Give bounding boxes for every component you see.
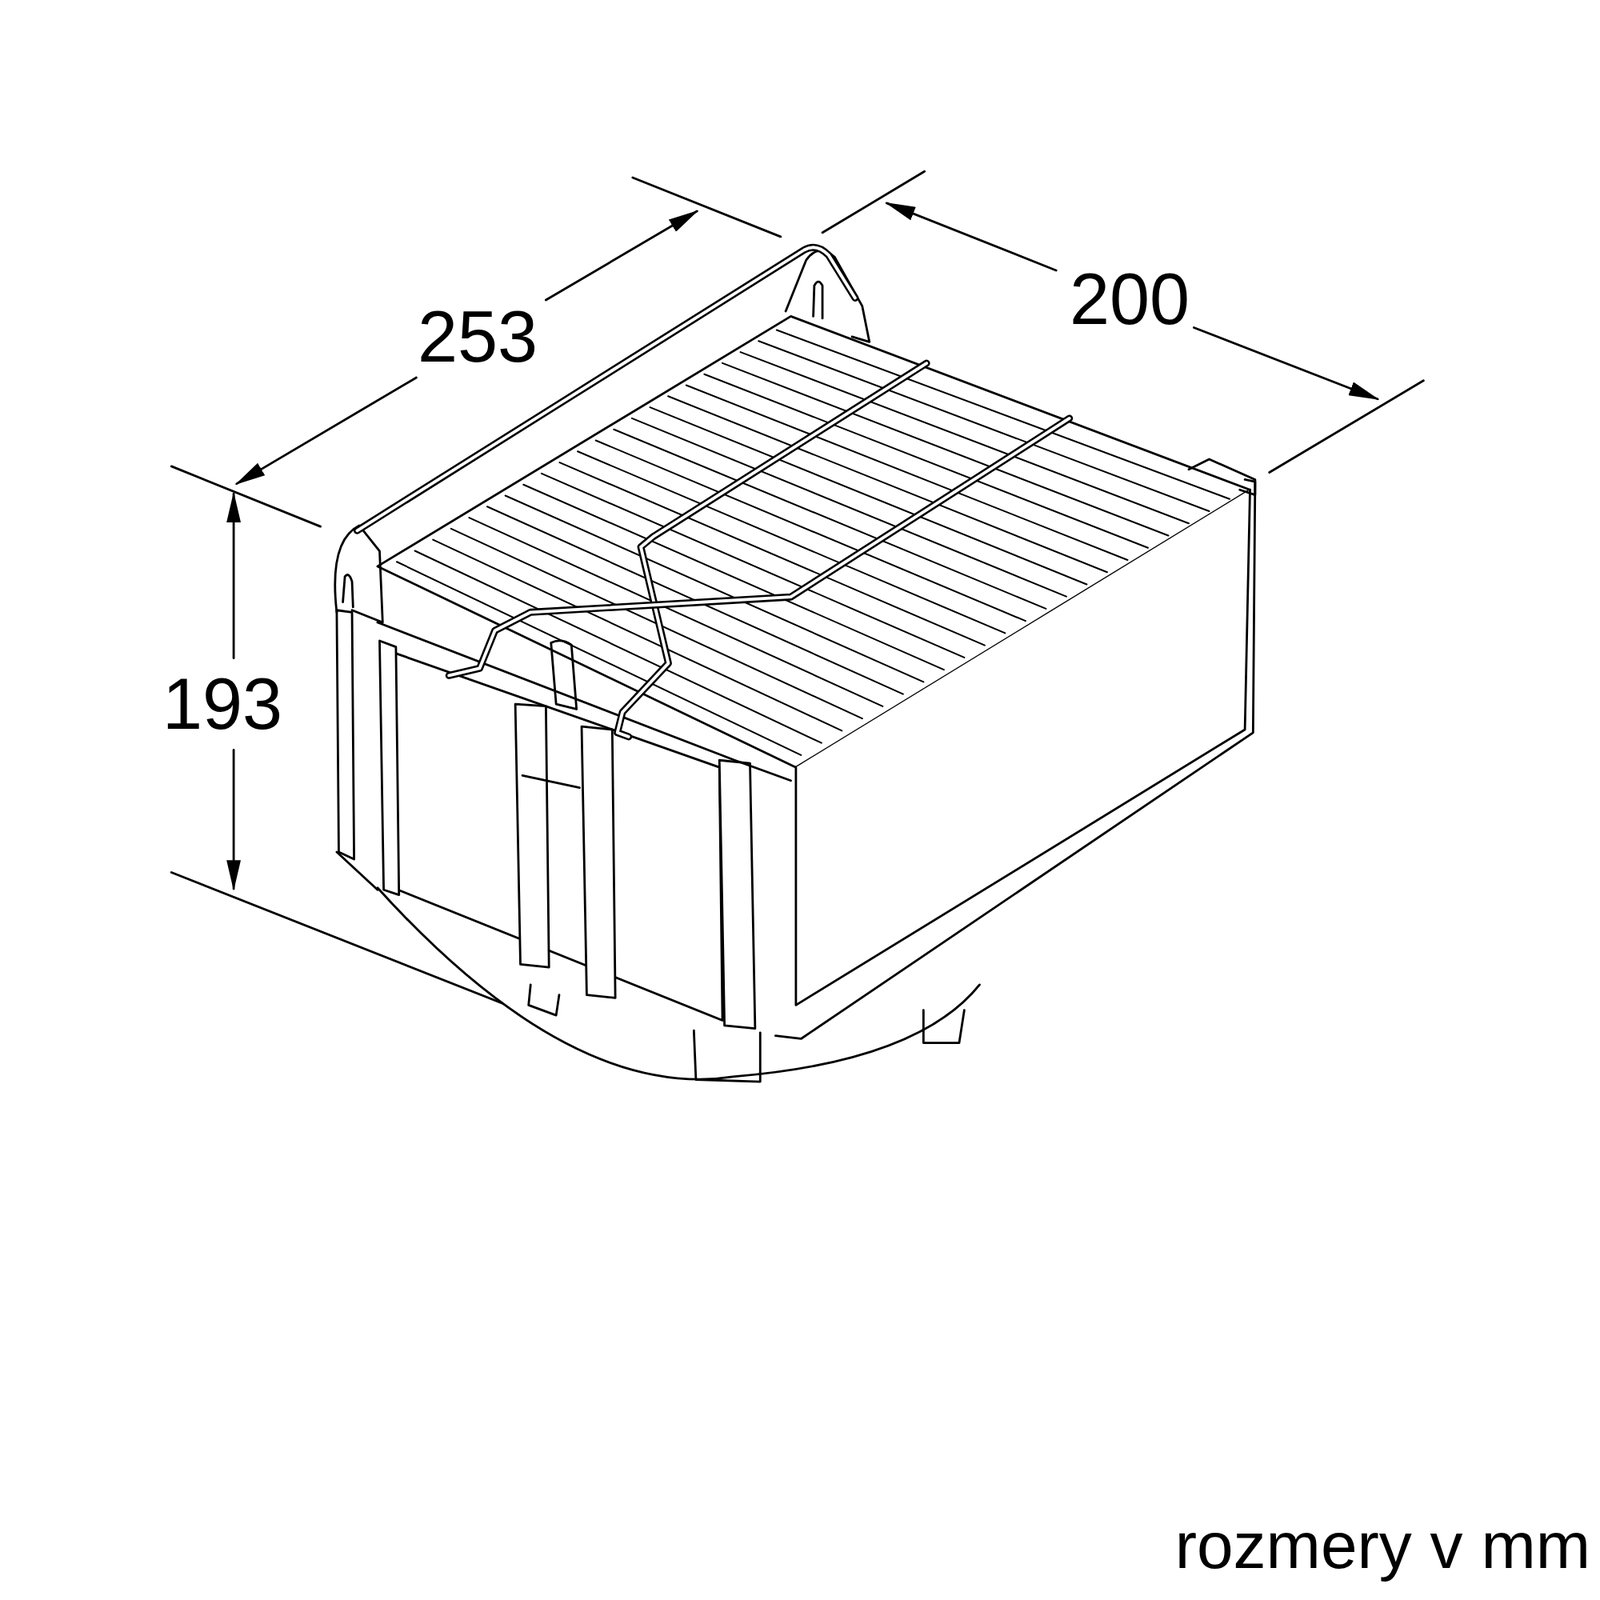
extension-lines <box>171 171 1424 1031</box>
dimension-value: 253 <box>414 299 541 375</box>
filter-slat <box>523 484 944 670</box>
filter-slats <box>396 330 1230 756</box>
filter-slat <box>505 495 924 682</box>
filter-body <box>335 250 1256 1082</box>
filter-slat <box>396 561 801 756</box>
filter-slat <box>560 462 985 646</box>
units-note: rozmery v mm <box>1172 1511 1594 1580</box>
filter-slat <box>541 473 964 658</box>
dimension-value: 200 <box>1066 261 1193 337</box>
wire-handle <box>356 247 1069 737</box>
filter-slat <box>415 550 822 743</box>
dimension-value: 193 <box>159 666 286 742</box>
